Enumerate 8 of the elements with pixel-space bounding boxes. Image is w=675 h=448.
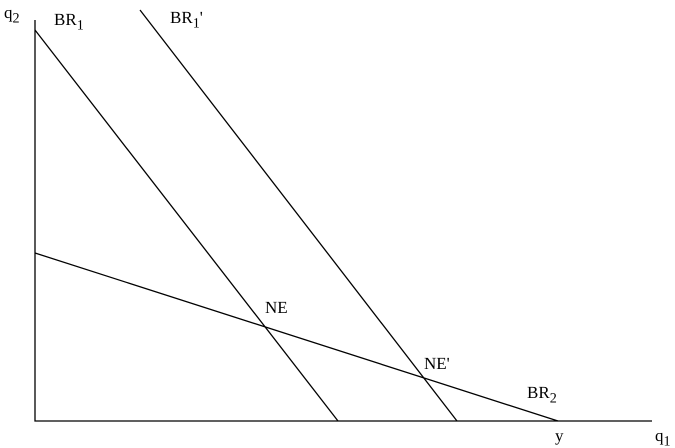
axis-label: q$_{2}$ bbox=[4, 3, 20, 28]
axis-tick-label: y bbox=[555, 426, 564, 446]
point-label: NE' bbox=[424, 354, 450, 374]
point-label: NE bbox=[265, 298, 288, 318]
axis-label: q$_{1}$ bbox=[655, 426, 671, 448]
line-label: BR$_{1}$ bbox=[54, 10, 84, 36]
line-label: BR$_{1}$' bbox=[170, 8, 203, 34]
line-label: BR$_{2}$ bbox=[527, 383, 557, 408]
